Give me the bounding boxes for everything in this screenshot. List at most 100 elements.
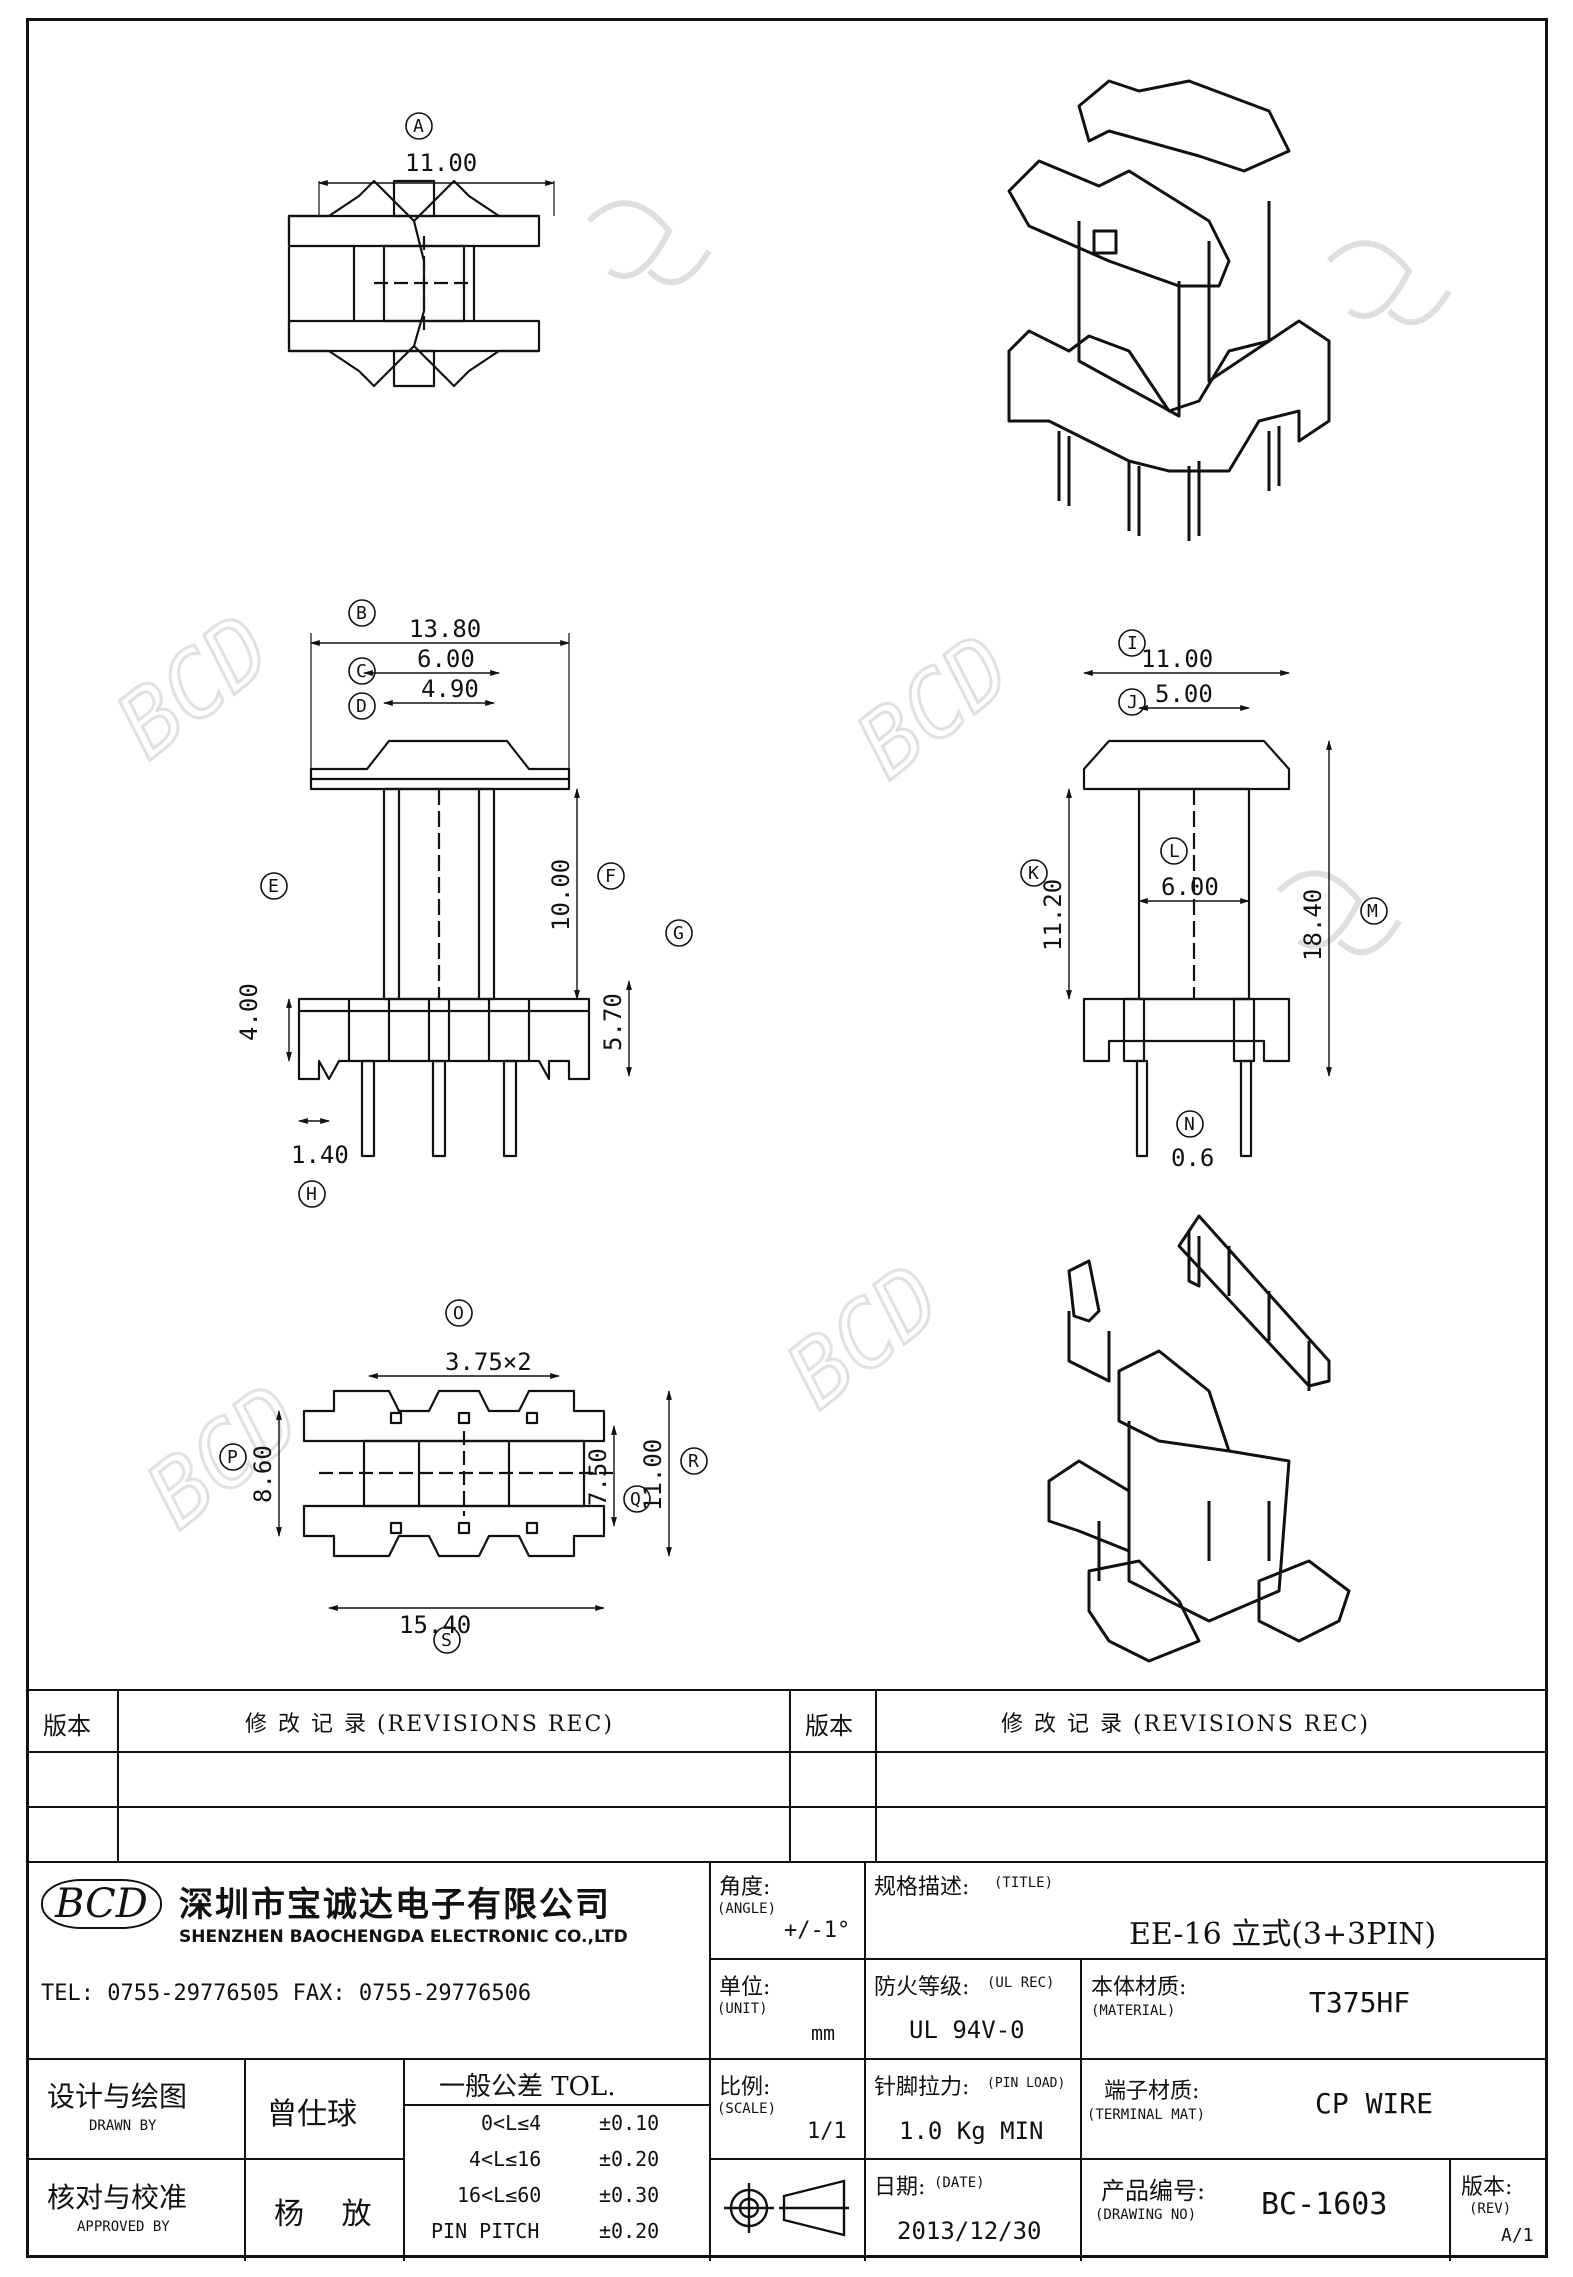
ul-label: 防火等级: (874, 1975, 970, 2000)
rev-right-record-header: 修 改 记 录 (REVISIONS REC) (1001, 1712, 1370, 1737)
callout-n: N (1176, 1110, 1204, 1138)
svg-text:D: D (356, 696, 367, 717)
date-label: 日期: (874, 2175, 926, 2200)
callout-q: Q (623, 1485, 651, 1513)
iso-view-bottom (1047, 1214, 1351, 1663)
callout-l: L (1160, 837, 1188, 865)
svg-text:F: F (605, 866, 616, 887)
company-name-cn: 深圳市宝诚达电子有限公司 (179, 1885, 611, 1925)
callout-e: E (260, 872, 288, 900)
company-name-en: SHENZHEN BAOCHENGDA ELECTRONIC CO.,LTD (179, 1927, 628, 1947)
svg-text:G: G (673, 923, 684, 944)
dim-p: 8.60 (249, 1445, 277, 1503)
dim-e: 4.00 (235, 983, 263, 1041)
callout-p: P (219, 1443, 247, 1471)
angle-value: +/-1° (784, 1918, 851, 1943)
drawing-area: BCD BCD BCD BCD (96, 79, 1452, 1663)
material-value: T375HF (1309, 1986, 1411, 2019)
tol-range-3: 16<L≤60 (457, 2183, 542, 2207)
dim-g: 5.70 (599, 993, 627, 1051)
callout-d: D (348, 692, 376, 720)
svg-text:S: S (441, 1630, 452, 1651)
drawing-no-value: BC-1603 (1261, 2187, 1388, 2222)
dim-b: 13.80 (409, 615, 481, 643)
scale-label-en: (SCALE) (717, 2101, 777, 2117)
callout-s: S (433, 1626, 461, 1654)
callout-i: I (1118, 629, 1146, 657)
ul-label-en: (UL REC) (987, 1975, 1055, 1991)
dim-h: 1.40 (291, 1141, 349, 1169)
svg-text:O: O (453, 1303, 464, 1324)
svg-text:L: L (1169, 841, 1180, 862)
dim-q: 7.50 (584, 1448, 612, 1506)
tol-header: 一般公差 TOL. (439, 2072, 616, 2102)
callout-o: O (445, 1299, 473, 1327)
dim-l: 6.00 (1161, 873, 1219, 901)
ul-value: UL 94V-0 (909, 2016, 1025, 2044)
watermark-group: BCD BCD BCD BCD (96, 200, 1452, 1550)
dim-a: 11.00 (405, 149, 477, 177)
tol-value-3: ±0.30 (599, 2183, 660, 2207)
front-view (286, 633, 632, 1158)
unit-label: 单位: (719, 1975, 771, 2000)
callout-r: R (680, 1447, 708, 1475)
dim-i: 11.00 (1141, 645, 1213, 673)
unit-label-en: (UNIT) (717, 2001, 768, 2017)
pinload-label-en: (PIN LOAD) (987, 2076, 1066, 2091)
callout-a: A (405, 112, 433, 140)
projection-symbol-icon (724, 2179, 849, 2237)
callout-g: G (665, 919, 693, 947)
dim-j: 5.00 (1155, 680, 1213, 708)
tol-value-2: ±0.20 (599, 2147, 660, 2171)
svg-text:A: A (413, 116, 424, 137)
tol-range-1: 0<L≤4 (481, 2111, 542, 2135)
watermark-1: BCD (98, 596, 291, 779)
callout-c: C (348, 657, 376, 685)
svg-text:I: I (1127, 633, 1138, 654)
svg-text:J: J (1127, 692, 1138, 713)
dim-r: 11.00 (639, 1439, 667, 1511)
company-logo: BCD (41, 1879, 162, 1929)
approved-label: 核对与校准 (47, 2181, 188, 2214)
iso-view-top (1007, 79, 1331, 541)
drawing-sheet: BCD BCD BCD BCD (26, 18, 1548, 2261)
side-view (1066, 670, 1332, 1158)
svg-text:Q: Q (630, 1489, 641, 1510)
callout-f: F (597, 862, 625, 890)
title-label-en: (TITLE) (994, 1875, 1054, 1891)
dim-f: 10.00 (547, 859, 575, 931)
terminal-label-en: (TERMINAL MAT) (1087, 2107, 1206, 2123)
scale-label: 比例: (719, 2075, 771, 2100)
title-value: EE-16 立式(3+3PIN) (1129, 1917, 1437, 1952)
rev-left-version-header: 版本 (43, 1712, 91, 1740)
rev-label: 版本: (1461, 2175, 1513, 2200)
svg-text:C: C (356, 661, 367, 682)
drawing-no-label-en: (DRAWING NO) (1095, 2207, 1197, 2223)
rev-left-record-header: 修 改 记 录 (REVISIONS REC) (245, 1712, 614, 1737)
title-label: 规格描述: (874, 1875, 970, 1900)
terminal-label: 端子材质: (1104, 2079, 1200, 2104)
approved-value: 杨 放 (274, 2197, 386, 2232)
dim-m: 18.40 (1299, 889, 1327, 961)
pinload-value: 1.0 Kg MIN (899, 2117, 1044, 2145)
unit-value: mm (811, 2021, 836, 2045)
drawn-value: 曾仕球 (267, 2097, 357, 2132)
dim-d: 4.90 (421, 675, 479, 703)
bottom-view (276, 1373, 672, 1611)
angle-label-en: (ANGLE) (717, 1901, 777, 1917)
drawn-label-en: DRAWN BY (89, 2118, 157, 2134)
material-label: 本体材质: (1091, 1975, 1187, 2000)
svg-text:N: N (1184, 1114, 1195, 1135)
callout-k: K (1020, 859, 1048, 887)
top-view (287, 179, 555, 388)
rev-label-en: (REV) (1469, 2201, 1512, 2217)
scale-value: 1/1 (807, 2119, 847, 2144)
terminal-value: CP WIRE (1315, 2087, 1434, 2120)
dim-n: 0.6 (1171, 1144, 1214, 1172)
svg-text:H: H (306, 1184, 317, 1205)
drawing-no-label: 产品编号: (1101, 2177, 1206, 2205)
svg-text:M: M (1367, 901, 1378, 922)
tol-range-2: 4<L≤16 (469, 2147, 542, 2171)
pinload-label: 针脚拉力: (874, 2075, 970, 2100)
dim-o: 3.75×2 (445, 1348, 532, 1376)
